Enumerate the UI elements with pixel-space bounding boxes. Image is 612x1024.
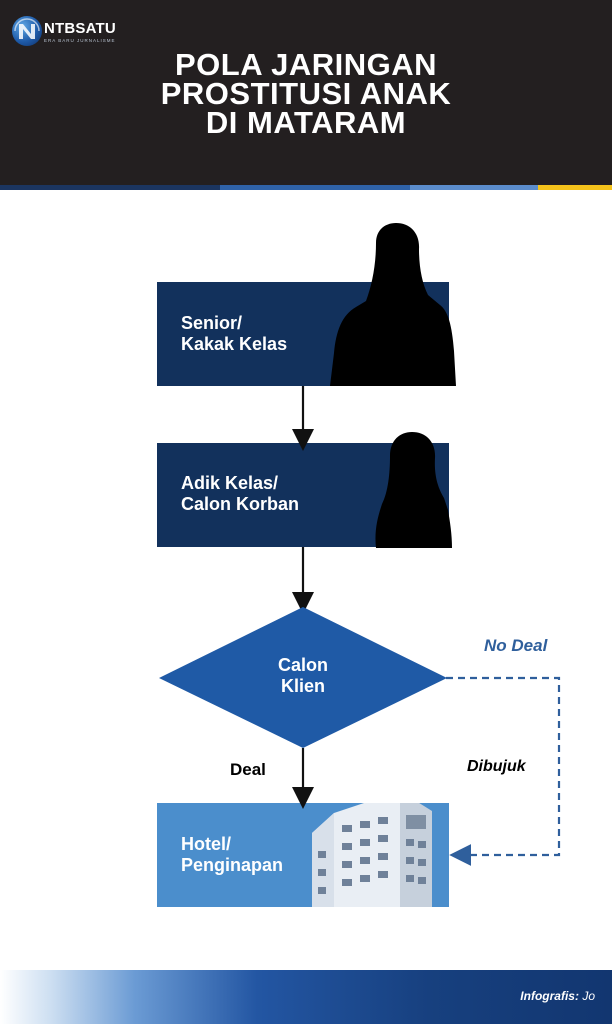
footer: Infografis: Jo (0, 970, 612, 1024)
brand-name: NTBSATU (44, 20, 116, 37)
node-senior-label: Senior/ Kakak Kelas (181, 313, 288, 354)
header: NTBSATU ERA BARU JURNALISME POLA JARINGA… (0, 0, 612, 185)
brand-tagline: ERA BARU JURNALISME (44, 38, 116, 43)
title-line-2: PROSTITUSI ANAK (160, 76, 452, 111)
silhouette-senior-icon (330, 223, 456, 386)
page-title: POLA JARINGAN PROSTITUSI ANAK DI MATARAM (0, 47, 612, 140)
color-stripe-yellow (538, 185, 612, 190)
credit-label: Infografis: (520, 989, 579, 1003)
node-junior-label: Adik Kelas/ Calon Korban (181, 473, 300, 514)
node-hotel: Hotel/ Penginapan (157, 803, 449, 907)
hotel-building-icon (312, 803, 432, 907)
node-client-diamond (159, 607, 447, 748)
title-line-1: POLA JARINGAN (175, 47, 437, 82)
label-no-deal: No Deal (484, 636, 548, 655)
label-deal: Deal (230, 760, 266, 779)
brand-logo[interactable]: NTBSATU ERA BARU JURNALISME (12, 16, 132, 48)
label-dibujuk: Dibujuk (467, 758, 526, 775)
brand-logo-icon (12, 16, 42, 46)
color-stripe-navy (0, 185, 220, 190)
node-hotel-label: Hotel/ Penginapan (181, 834, 284, 875)
silhouette-junior-icon (375, 432, 452, 548)
credit: Infografis: Jo (520, 989, 595, 1003)
credit-name: Jo (582, 989, 595, 1003)
node-client-label: Calon Klien (277, 655, 328, 696)
color-stripe-light-blue (410, 185, 538, 190)
color-stripe-blue (220, 185, 410, 190)
title-line-3: DI MATARAM (205, 105, 407, 140)
